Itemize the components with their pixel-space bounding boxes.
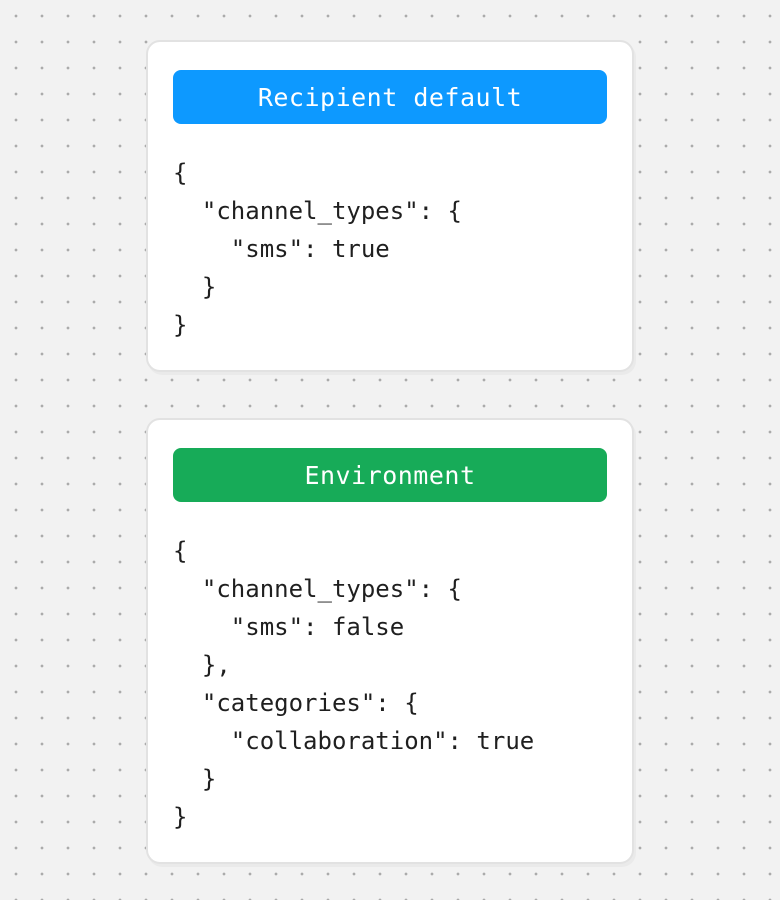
code-line: }, [173, 651, 231, 679]
card-environment: Environment { "channel_types": { "sms": … [146, 418, 634, 864]
card-environment-title: Environment [304, 460, 476, 490]
code-line: "sms": false [173, 613, 405, 641]
code-line: { [173, 159, 188, 187]
card-environment-header: Environment [173, 448, 607, 502]
code-line: } [173, 273, 217, 301]
json-code-block-recipient-default: { "channel_types": { "sms": true } } [173, 154, 607, 344]
card-recipient-default-title: Recipient default [257, 82, 523, 112]
card-recipient-default: Recipient default { "channel_types": { "… [146, 40, 634, 372]
code-line: "collaboration": true [173, 727, 535, 755]
code-line: "categories": { [173, 689, 419, 717]
card-recipient-default-header: Recipient default [173, 70, 607, 124]
json-code-block-environment: { "channel_types": { "sms": false }, "ca… [173, 532, 607, 836]
code-line: } [173, 311, 188, 339]
code-line: "channel_types": { [173, 197, 462, 225]
code-line: "sms": true [173, 235, 390, 263]
code-line: { [173, 537, 188, 565]
code-line: "channel_types": { [173, 575, 462, 603]
code-line: } [173, 765, 217, 793]
code-line: } [173, 803, 188, 831]
